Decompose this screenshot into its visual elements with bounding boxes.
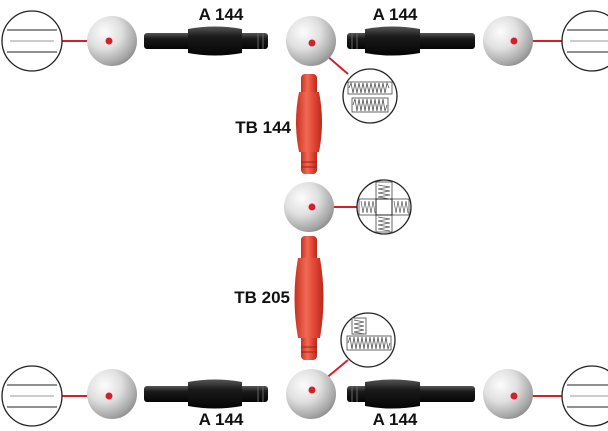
label-lower-vertical-rod: TB 205 — [234, 288, 290, 307]
round-socket-detail-top-left — [1, 10, 63, 72]
node-ball-bottom-center — [286, 369, 336, 419]
label-bottom-left-rod: A 144 — [199, 410, 244, 429]
rod-top-left — [144, 26, 268, 56]
rod-bottom-right — [347, 379, 475, 409]
node-ball-bottom-right — [483, 369, 533, 419]
node-ball-top-center — [286, 16, 336, 66]
rod-lower-vertical — [294, 236, 324, 360]
label-top-left-rod: A 144 — [199, 5, 244, 24]
node-ball-top-left — [87, 16, 137, 66]
label-top-right-rod: A 144 — [373, 5, 418, 24]
cross-socket-detail-middle — [356, 179, 412, 235]
node-ball-middle — [284, 182, 334, 232]
rod-top-right — [347, 26, 475, 56]
node-ball-top-right — [483, 16, 533, 66]
label-upper-vertical-rod: TB 144 — [235, 118, 291, 137]
round-socket-detail-bottom-right — [561, 365, 608, 427]
rod-upper-vertical — [296, 74, 322, 174]
node-ball-bottom-left — [87, 369, 137, 419]
round-socket-detail-bottom-left — [1, 365, 63, 427]
spring-socket-detail-lower — [340, 312, 396, 368]
spring-socket-detail-upper — [342, 68, 398, 124]
rod-bottom-left — [144, 379, 268, 409]
label-bottom-right-rod: A 144 — [373, 410, 418, 429]
round-socket-detail-top-right — [561, 10, 608, 72]
